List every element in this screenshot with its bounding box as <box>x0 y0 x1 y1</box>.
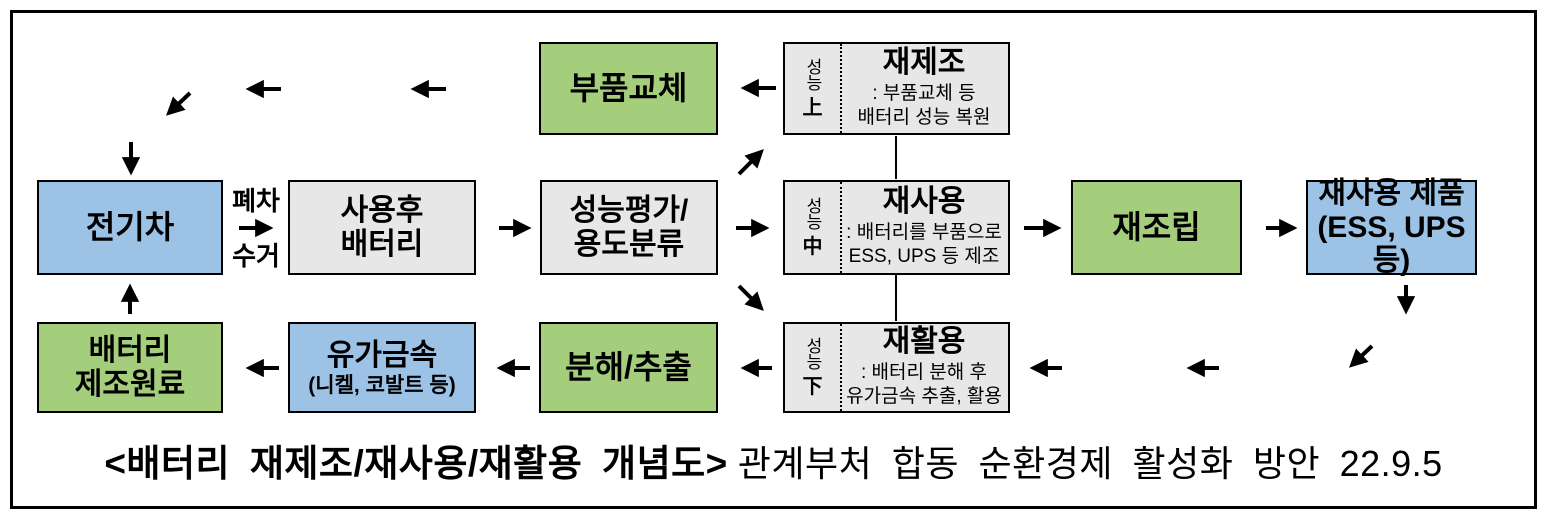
node-recycling-title: 재활용 <box>882 324 966 358</box>
node-reuse-grade-strip: 성능 中 <box>785 182 842 273</box>
grade-mid-label: 中 <box>802 235 823 258</box>
node-disassembly-extraction: 분해/추출 <box>539 322 718 413</box>
node-electric-vehicle-label: 전기차 <box>85 208 175 245</box>
node-reuse: 성능 中 재사용 : 배터리를 부품으로 ESS, UPS 등 제조 <box>783 180 1010 275</box>
node-reuse-body: 재사용 : 배터리를 부품으로 ESS, UPS 등 제조 <box>840 182 1008 273</box>
node-parts-replacement: 부품교체 <box>539 42 718 135</box>
node-battery-raw-materials: 배터리 제조원료 <box>37 322 223 413</box>
node-recycling-body: 재활용 : 배터리 분해 후 유가금속 추출, 활용 <box>840 324 1008 411</box>
performance-label: 성능 <box>803 57 822 90</box>
arrow-top-return-diagonal <box>165 91 192 116</box>
node-remanufacturing-description: : 부품교체 등 배터리 성능 복원 <box>857 82 991 128</box>
node-remanufacturing: 성능 上 재제조 : 부품교체 등 배터리 성능 복원 <box>783 42 1010 135</box>
grade-high-label: 上 <box>802 96 823 119</box>
node-recycling: 성능 下 재활용 : 배터리 분해 후 유가금속 추출, 활용 <box>783 322 1010 413</box>
node-reused-products: 재사용 제품 (ESS, UPS등) <box>1306 177 1477 278</box>
node-valuable-metals: 유가금속 (니켈, 코발트 등) <box>288 322 476 413</box>
node-parts-replacement-label: 부품교체 <box>569 69 688 106</box>
node-performance-evaluation-label: 성능평가/ 용도분류 <box>569 193 689 261</box>
node-used-battery: 사용후 배터리 <box>288 180 476 275</box>
node-recycling-description: : 배터리 분해 후 유가금속 추출, 활용 <box>846 361 1002 407</box>
node-reuse-title: 재사용 <box>882 184 966 218</box>
node-recycling-grade-strip: 성능 下 <box>785 324 842 411</box>
node-valuable-metals-sublabel: (니켈, 코발트 등) <box>308 373 456 397</box>
performance-label: 성능 <box>803 336 822 369</box>
node-reused-products-label: 재사용 제품 (ESS, UPS등) <box>1317 177 1466 278</box>
arrow-bottom-return-diagonal <box>1348 344 1374 368</box>
node-disassembly-extraction-label: 분해/추출 <box>565 348 692 385</box>
node-battery-raw-materials-label: 배터리 제조원료 <box>74 333 186 401</box>
caption-source: 관계부처 합동 순환경제 활성화 방안 22.9.5 <box>737 443 1443 484</box>
node-electric-vehicle: 전기차 <box>37 180 223 275</box>
node-remanufacturing-title: 재제조 <box>882 45 966 79</box>
node-reassembly-label: 재조립 <box>1112 208 1201 245</box>
diagram-caption: <배터리 재제조/재사용/재활용 개념도>관계부처 합동 순환경제 활성화 방안… <box>0 433 1547 487</box>
node-used-battery-label: 사용후 배터리 <box>340 193 424 261</box>
performance-label: 성능 <box>803 196 822 229</box>
node-remanufacturing-grade-strip: 성능 上 <box>785 44 842 133</box>
arrow-evaluation-to-recycling <box>737 284 764 311</box>
grade-low-label: 下 <box>802 375 823 398</box>
node-performance-evaluation: 성능평가/ 용도분류 <box>540 180 718 275</box>
scrap-label: 폐차 <box>232 186 280 216</box>
collection-label: 수거 <box>232 241 280 271</box>
node-valuable-metals-label: 유가금속 <box>326 339 438 373</box>
outer-border <box>10 10 1537 509</box>
caption-title: <배터리 재제조/재사용/재활용 개념도> <box>104 443 728 484</box>
node-reassembly: 재조립 <box>1071 180 1242 275</box>
node-remanufacturing-body: 재제조 : 부품교체 등 배터리 성능 복원 <box>840 44 1008 133</box>
arrow-evaluation-to-remanufacturing <box>737 149 764 176</box>
node-reuse-description: : 배터리를 부품으로 ESS, UPS 등 제조 <box>846 221 1002 267</box>
